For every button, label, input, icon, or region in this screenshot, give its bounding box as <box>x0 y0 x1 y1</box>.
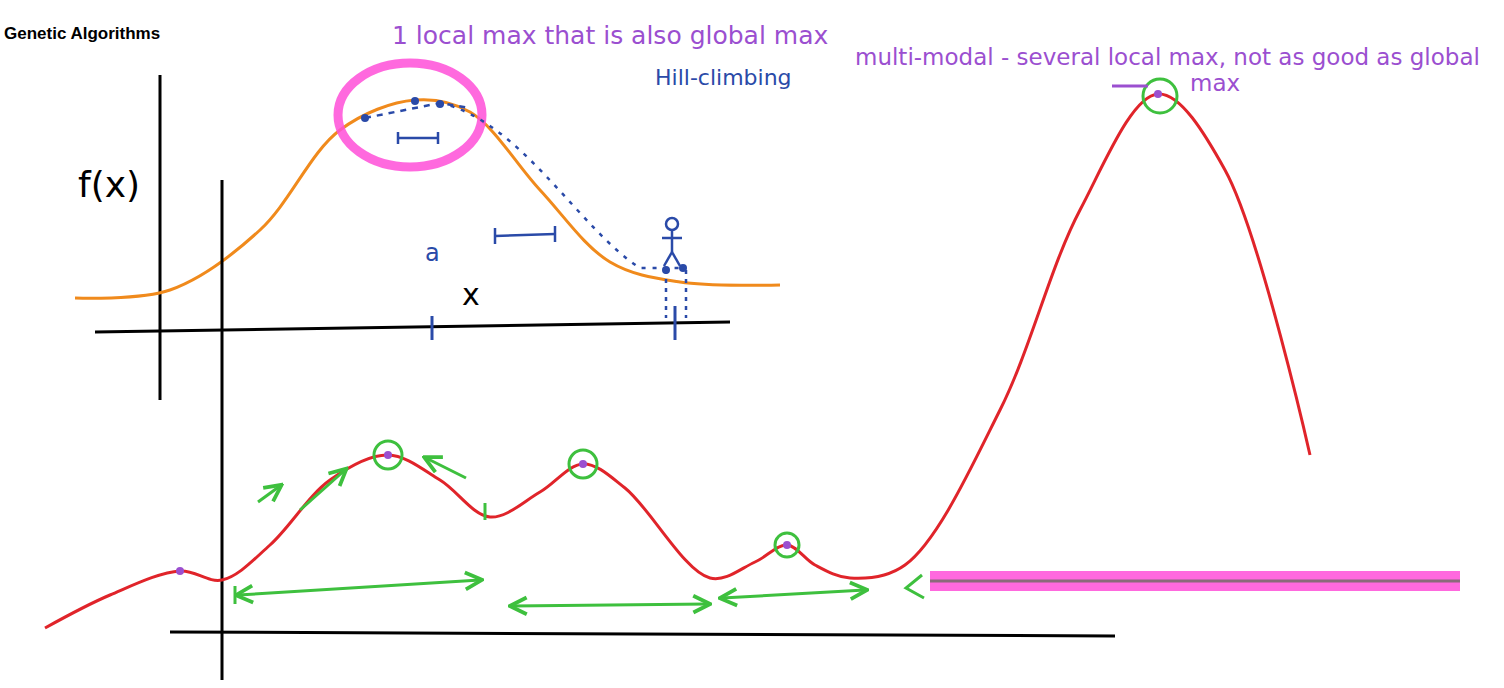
tick-mark <box>431 316 434 340</box>
highlight-circle <box>338 63 482 167</box>
tick-mark <box>674 306 677 340</box>
note-text: 1 local max that is also global max <box>392 22 828 50</box>
tick-label: a <box>425 240 440 266</box>
sample-dots <box>361 97 687 274</box>
pointer-dash <box>1112 85 1148 88</box>
basin-line <box>930 580 1460 583</box>
basin-arrows <box>235 79 1177 606</box>
unimodal-curve <box>75 100 780 299</box>
x-axis <box>95 322 730 332</box>
axis-label: x <box>462 278 480 311</box>
y-axis <box>221 180 224 680</box>
multimodal-curve <box>45 94 1310 628</box>
y-axis <box>159 75 162 400</box>
hill-climb-steps <box>365 103 686 318</box>
basin-highlight <box>930 571 1460 591</box>
page-title: Genetic Algorithms <box>4 24 160 44</box>
x-axis <box>170 632 1115 636</box>
method-label: Hill-climbing <box>655 66 792 90</box>
note-text: multi-modal - several local max, not as … <box>1190 44 1490 97</box>
axis-label: f(x) <box>78 165 140 205</box>
peak-dots <box>176 90 1162 575</box>
